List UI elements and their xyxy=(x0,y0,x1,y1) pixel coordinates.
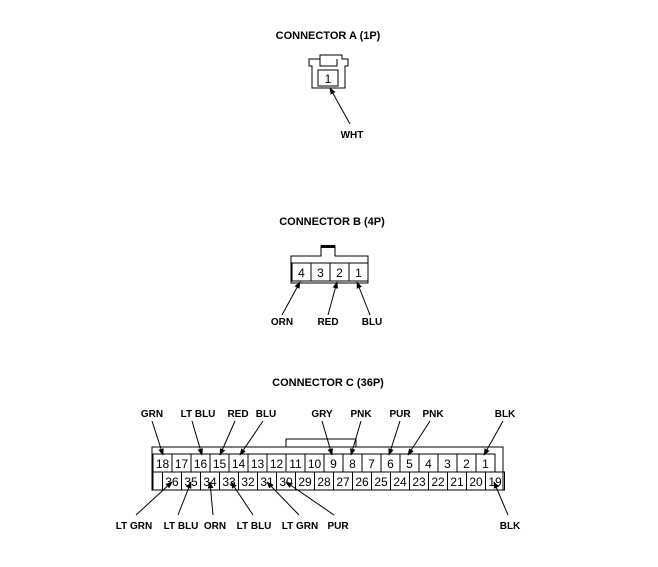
connector-c-pin-26: 26 xyxy=(355,475,369,489)
connector-c-pin-2: 2 xyxy=(463,457,470,471)
connector-c-arrow-blu xyxy=(239,420,264,456)
connector-c-arrow-pnk-5 xyxy=(407,420,431,456)
connector-c-wire-label-pur-6: PUR xyxy=(389,409,411,420)
connector-c-side-key xyxy=(152,471,163,491)
connector-a-wire-arrow xyxy=(329,87,351,125)
connector-c-pin-24: 24 xyxy=(393,475,407,489)
connector-c-pin-29: 29 xyxy=(298,475,312,489)
connector-c-pin-7: 7 xyxy=(368,457,375,471)
connector-a: CONNECTOR A (1P) 1 WHT xyxy=(276,30,381,141)
connector-c-pin-3: 3 xyxy=(444,457,451,471)
connector-c-pin-20: 20 xyxy=(469,475,483,489)
connector-b-title: CONNECTOR B (4P) xyxy=(279,216,385,228)
connector-c-wire-label-lt-grn-31: LT GRN xyxy=(282,521,318,532)
connector-c-title: CONNECTOR C (36P) xyxy=(272,377,384,389)
connector-c-pin-8: 8 xyxy=(349,457,356,471)
connector-c-wire-label-lt-blu-32: LT BLU xyxy=(237,521,272,532)
connector-a-housing xyxy=(308,54,349,89)
connector-c-pin-23: 23 xyxy=(412,475,426,489)
connector-c-pin-35: 35 xyxy=(184,475,198,489)
connector-c-pin-32: 32 xyxy=(241,475,255,489)
connector-b-pin-2: 2 xyxy=(336,266,343,280)
connector-b-wire-label-red: RED xyxy=(317,317,338,328)
connector-c-pin-18: 18 xyxy=(156,457,170,471)
connector-c-pin-25: 25 xyxy=(374,475,388,489)
connector-b-pin-3: 3 xyxy=(317,266,324,280)
connector-c-arrow-lt-blu-32 xyxy=(230,481,254,516)
connector-b-pin-1: 1 xyxy=(355,266,362,280)
connector-c-arrow-pur-6 xyxy=(388,420,401,456)
connector-b-arrow-blu xyxy=(356,281,371,316)
connector-c-arrow-orn-34 xyxy=(207,481,214,516)
connector-c-arrow-lt-blu-35 xyxy=(177,481,192,516)
connector-c-wire-label-blk-1: BLK xyxy=(495,409,516,420)
connector-c-wire-label-blu: BLU xyxy=(256,409,277,420)
connector-c-pin-4: 4 xyxy=(425,457,432,471)
connector-c-pin-10: 10 xyxy=(308,457,322,471)
connector-c-pin-13: 13 xyxy=(251,457,265,471)
connector-b-wire-label-orn: ORN xyxy=(271,317,293,328)
connector-c-arrow-red xyxy=(219,420,236,456)
connector-c-pin-1: 1 xyxy=(482,457,489,471)
connector-c-wire-label-red: RED xyxy=(227,409,248,420)
connector-c-pin-5: 5 xyxy=(406,457,413,471)
connector-c-wire-label-pur-30: PUR xyxy=(327,521,349,532)
connector-c-wire-label-orn-34: ORN xyxy=(204,521,226,532)
connector-c-arrow-pnk-8 xyxy=(350,420,362,456)
connector-c-wire-label-blk-19: BLK xyxy=(500,521,521,532)
connector-c-wire-label-pnk-8: PNK xyxy=(350,409,372,420)
connector-c-wire-label-pnk-5: PNK xyxy=(422,409,444,420)
connector-c-arrow-pur-30 xyxy=(285,481,335,516)
connector-c-pin-17: 17 xyxy=(175,457,189,471)
connector-c-pin-28: 28 xyxy=(317,475,331,489)
connector-c-wire-label-lt-blu-top: LT BLU xyxy=(181,409,216,420)
connector-b-pin-4: 4 xyxy=(298,266,305,280)
connector-b-housing xyxy=(290,245,369,284)
connector-c-wire-label-gry: GRY xyxy=(311,409,333,420)
connector-c-pin-15: 15 xyxy=(213,457,227,471)
connector-c-wire-label-grn: GRN xyxy=(141,409,163,420)
connector-c-arrow-blk-1 xyxy=(483,420,504,456)
connector-c-pin-16: 16 xyxy=(194,457,208,471)
connector-b-arrow-red xyxy=(327,281,339,316)
connector-b-cavity xyxy=(348,262,369,282)
connector-c-arrow-blk-19 xyxy=(493,481,509,516)
connector-b-wire-label-blu: BLU xyxy=(362,317,383,328)
connector-a-title: CONNECTOR A (1P) xyxy=(276,30,381,42)
connector-c-cavity xyxy=(485,471,505,491)
connector-c-pin-19: 19 xyxy=(488,475,502,489)
connector-c-pin-6: 6 xyxy=(387,457,394,471)
connector-c-wire-label-lt-grn-36: LT GRN xyxy=(116,521,152,532)
connector-c-pin-21: 21 xyxy=(450,475,464,489)
connector-c-pin-14: 14 xyxy=(232,457,246,471)
connector-c-arrow-lt-grn-36 xyxy=(135,481,173,516)
connector-c-pin-22: 22 xyxy=(431,475,445,489)
connector-c-pin-27: 27 xyxy=(336,475,350,489)
connector-a-latch xyxy=(319,59,338,67)
connector-c-arrow-grn xyxy=(151,420,164,456)
connector-c-arrow-gry xyxy=(321,420,333,456)
connector-c-latch-bump xyxy=(285,438,357,447)
connector-c-pin-12: 12 xyxy=(270,457,284,471)
connector-b-lock-tab xyxy=(321,245,335,248)
connector-a-wire-label-wht: WHT xyxy=(341,130,364,141)
connector-c-wire-label-lt-blu-35: LT BLU xyxy=(164,521,199,532)
connector-c-arrow-lt-blu-top xyxy=(191,420,203,456)
connector-c-arrow-lt-grn-31 xyxy=(266,481,300,516)
connector-a-pin-1: 1 xyxy=(325,72,332,86)
connector-b-arrow-orn xyxy=(281,281,301,316)
connector-c-pin-11: 11 xyxy=(289,457,302,471)
connector-a-pin-cell xyxy=(317,69,339,87)
connector-c-pin-9: 9 xyxy=(330,457,337,471)
